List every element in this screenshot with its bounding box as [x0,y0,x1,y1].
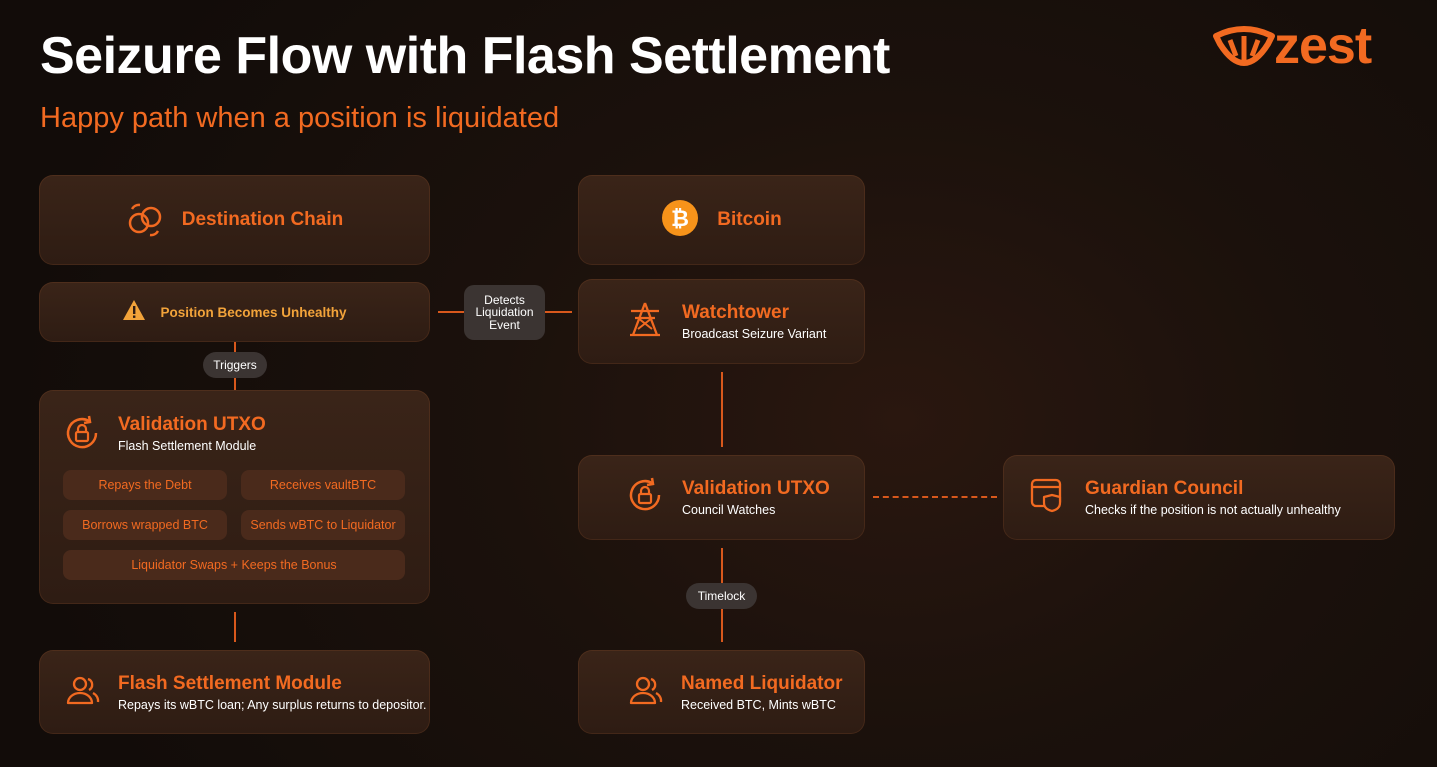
position-unhealthy-card: Position Becomes Unhealthy [39,282,430,342]
watchtower-title: Watchtower [682,302,789,323]
bitcoin-icon: ₿ [661,199,699,242]
chain-link-icon [126,201,164,239]
chip-sends-wbtc: Sends wBTC to Liquidator [241,510,405,540]
detects-line-2: Liquidation [475,305,534,320]
users-icon [64,674,100,711]
bitcoin-card: ₿ Bitcoin [578,175,865,265]
lock-cycle-icon [626,476,664,519]
validation-utxo-middle-title: Validation UTXO [682,478,830,499]
connector-line [234,342,236,354]
named-liquidator-title: Named Liquidator [681,672,843,694]
zest-logo-icon [1213,26,1275,66]
timelock-pill: Timelock [686,583,757,609]
connector-line [438,311,465,313]
named-liquidator-card: Named Liquidator Received BTC, Mints wBT… [578,650,865,734]
detects-line-3: Event [489,317,520,332]
tower-icon [627,301,663,342]
destination-chain-label: Destination Chain [181,209,344,230]
chip-liquidator-swaps: Liquidator Swaps + Keeps the Bonus [63,550,405,580]
zest-logo: zest [1212,17,1402,78]
warning-icon [122,299,146,326]
connector-line [545,311,572,313]
triggers-pill: Triggers [203,352,267,378]
validation-utxo-middle-card: Validation UTXO Council Watches [578,455,865,540]
detects-line-1: Detects [484,292,525,307]
guardian-council-title: Guardian Council [1085,478,1244,499]
connector-line [234,612,236,642]
validation-utxo-left-card: Validation UTXO Flash Settlement Module … [39,390,430,604]
logo-text: zest [1274,17,1372,75]
flash-settlement-title: Flash Settlement Module [118,672,342,694]
flash-settlement-module-card: Flash Settlement Module Repays its wBTC … [39,650,430,734]
guardian-council-card: Guardian Council Checks if the position … [1003,455,1395,540]
page-title: Seizure Flow with Flash Settlement [40,27,890,85]
position-unhealthy-label: Position Becomes Unhealthy [160,304,347,320]
flash-settlement-sub: Repays its wBTC loan; Any surplus return… [118,697,427,712]
watchtower-card: Watchtower Broadcast Seizure Variant [578,279,865,364]
chip-borrows-wbtc: Borrows wrapped BTC [63,510,227,540]
connector-line [721,609,723,642]
bitcoin-label: Bitcoin [717,209,782,230]
destination-chain-card: Destination Chain [39,175,430,265]
lock-cycle-icon [63,414,101,457]
connector-line [721,372,723,447]
named-liquidator-sub: Received BTC, Mints wBTC [681,697,836,712]
connector-line [234,378,236,390]
chip-repays-debt: Repays the Debt [63,470,227,500]
validation-utxo-left-sub: Flash Settlement Module [118,439,257,453]
svg-text:₿: ₿ [671,207,689,232]
dashed-connector [873,496,997,498]
validation-utxo-middle-sub: Council Watches [682,503,776,517]
shield-card-icon [1030,477,1064,518]
validation-utxo-left-title: Validation UTXO [118,414,266,435]
connector-line [721,548,723,584]
watchtower-sub: Broadcast Seizure Variant [682,327,827,341]
detects-liquidation-pill: Detects Liquidation Event [464,285,545,340]
guardian-council-sub: Checks if the position is not actually u… [1085,503,1341,517]
users-icon [627,674,663,711]
chip-receives-vaultbtc: Receives vaultBTC [241,470,405,500]
page-subtitle: Happy path when a position is liquidated [40,102,560,134]
